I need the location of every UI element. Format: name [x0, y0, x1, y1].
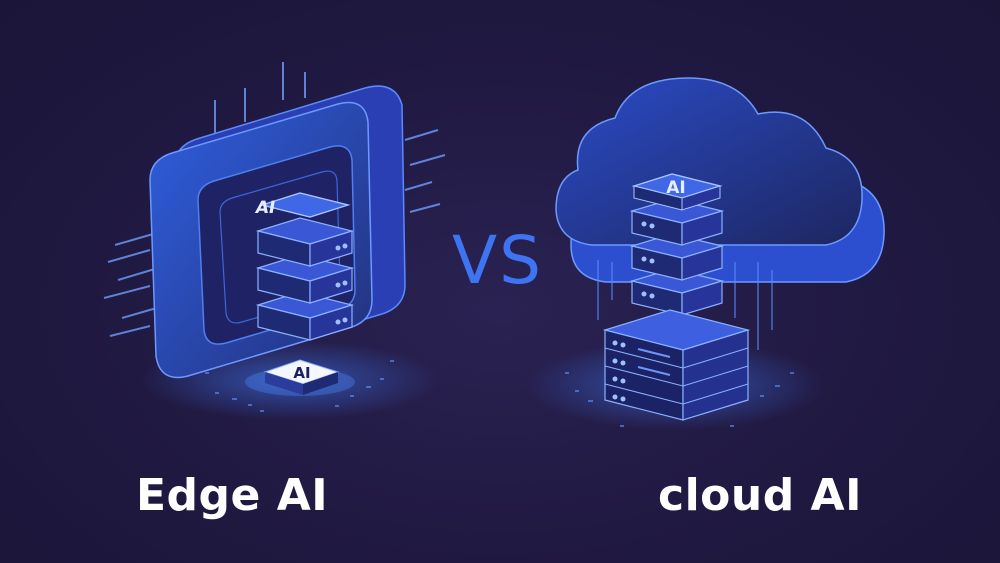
floor-chip-label-ai: AI: [293, 364, 310, 382]
server-stack-icon: AI: [629, 173, 725, 316]
edge-device-icon: AI AI: [103, 62, 446, 420]
server-stack-icon: AI: [254, 192, 355, 341]
edge-ai-caption: Edge AI: [136, 470, 329, 521]
cloud-ai-caption: cloud AI: [658, 470, 862, 521]
server-stack-icon: [602, 309, 751, 421]
vs-separator: VS: [452, 222, 544, 299]
cloud-chip-label-ai: AI: [666, 178, 685, 198]
chip-label-ai: AI: [254, 198, 277, 218]
cloud-icon: AI: [525, 77, 885, 430]
ai-chip-icon: AI: [245, 359, 355, 396]
